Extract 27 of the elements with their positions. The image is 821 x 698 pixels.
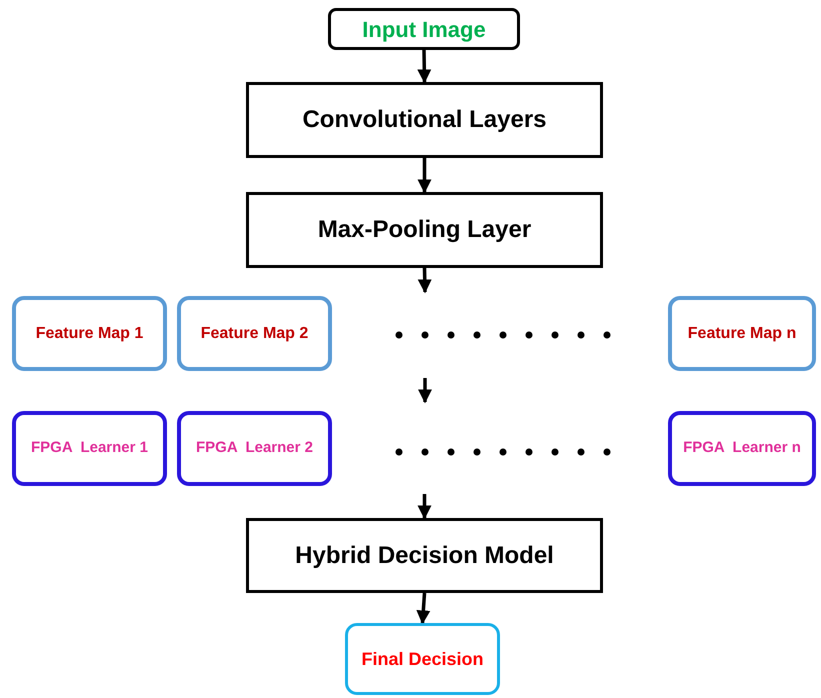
learner-box [668,411,816,486]
node-label: Convolutional Layers [302,105,547,135]
node-label: FPGA Learner 1 [31,438,148,458]
arrow [417,50,432,84]
feature-map-box [12,296,167,371]
node-label: FPGA Learner n [683,438,801,458]
learner-box [177,411,332,486]
node-label: Feature Map 2 [200,324,308,344]
node-label: Final Decision [361,648,484,670]
node-label: Hybrid Decision Model [295,540,554,570]
process-box [246,518,603,593]
output-box [345,623,500,695]
process-box [246,192,603,268]
node-label: Feature Map 1 [36,324,144,344]
process-box [246,82,603,158]
arrow [418,268,432,294]
node-label: Input Image [362,16,486,44]
arrow [418,494,432,520]
feature-map-box [668,296,816,371]
arrow [418,158,432,194]
input-box [328,8,520,50]
node-label: Max-Pooling Layer [318,215,532,245]
arrow [416,592,430,624]
node-label: FPGA Learner 2 [196,438,313,458]
learner-box [12,411,167,486]
feature-map-box [177,296,332,371]
node-label: Feature Map n [688,324,796,344]
